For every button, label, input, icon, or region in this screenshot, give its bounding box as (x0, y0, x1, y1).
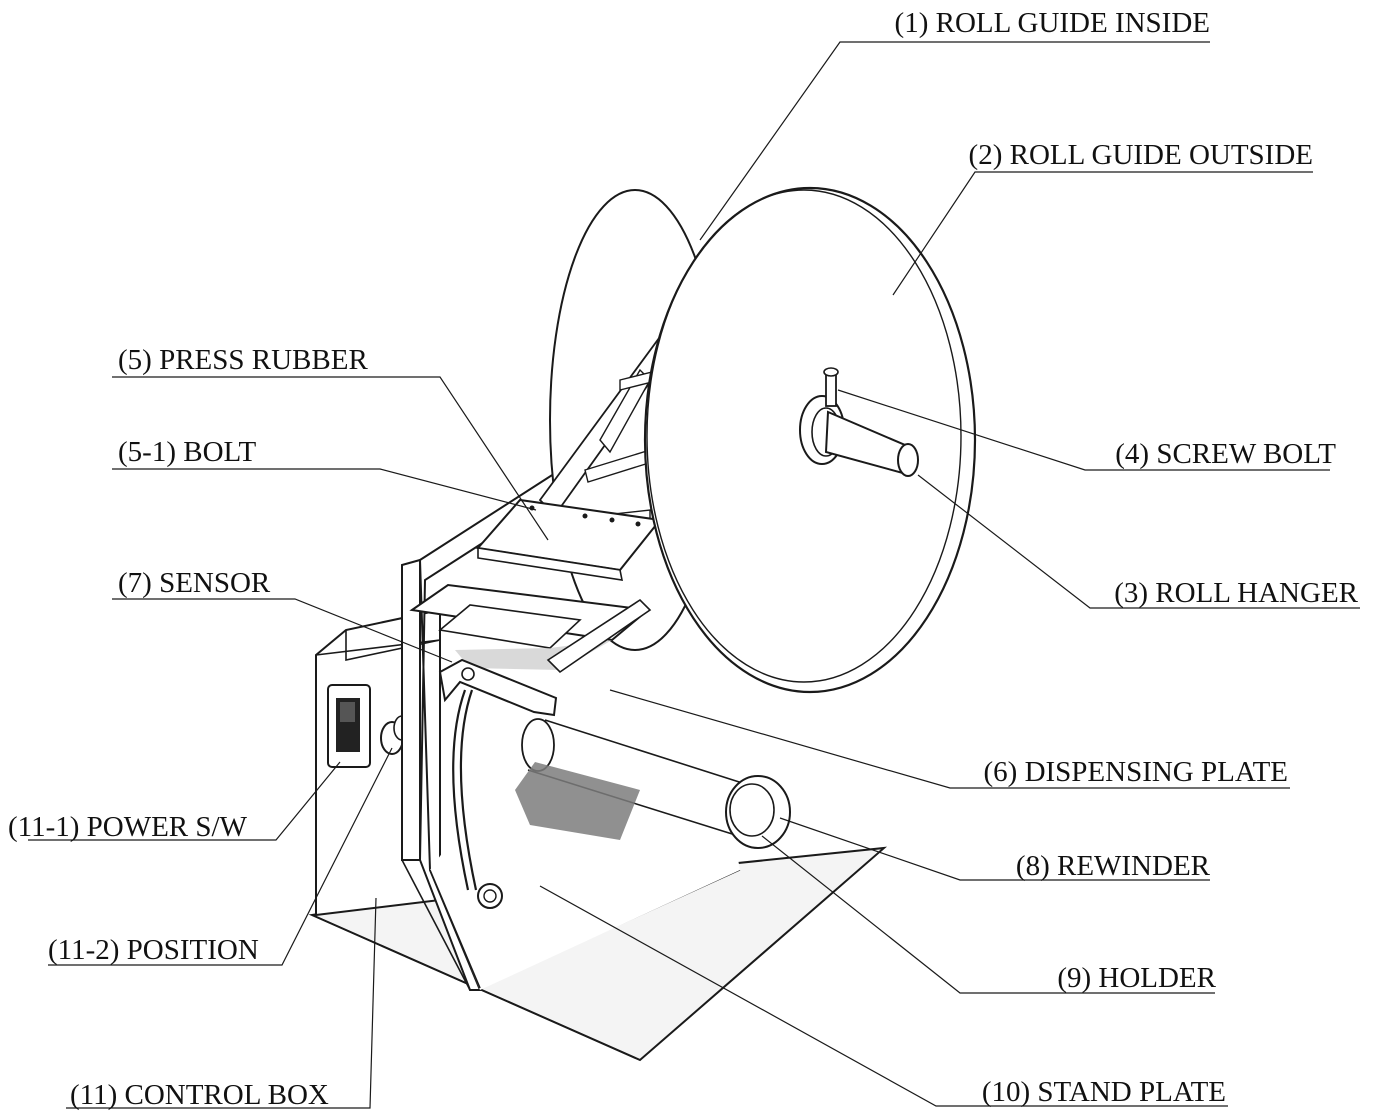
label-position: (11-2) POSITION (48, 934, 259, 966)
label-press-rubber: (5) PRESS RUBBER (118, 344, 368, 376)
power-switch (327, 684, 371, 768)
roll-hanger (824, 410, 919, 477)
label-screw-bolt: (4) SCREW BOLT (1115, 438, 1336, 470)
machine-illustration (308, 186, 977, 1062)
callout-labels: (1) ROLL GUIDE INSIDE (2) ROLL GUIDE OUT… (8, 7, 1359, 1111)
label-bolt: (5-1) BOLT (118, 436, 257, 468)
callout-leaders (28, 41, 1360, 1109)
label-roll-guide-inside: (1) ROLL GUIDE INSIDE (895, 7, 1210, 39)
label-roll-guide-outside: (2) ROLL GUIDE OUTSIDE (969, 139, 1313, 171)
label-sensor: (7) SENSOR (118, 567, 271, 599)
label-rewinder: (8) REWINDER (1016, 850, 1211, 882)
label-holder: (9) HOLDER (1057, 962, 1216, 994)
holder (725, 775, 791, 849)
dispensing-plate (409, 583, 652, 674)
label-dispensing-plate: (6) DISPENSING PLATE (984, 756, 1289, 788)
label-roll-hanger: (3) ROLL HANGER (1114, 577, 1358, 609)
label-control-box: (11) CONTROL BOX (70, 1079, 329, 1111)
label-stand-plate: (10) STAND PLATE (982, 1076, 1226, 1108)
sensor (438, 658, 558, 909)
label-power-switch: (11-1) POWER S/W (8, 811, 248, 843)
screw-bolt (823, 367, 839, 407)
rewinder (515, 718, 760, 840)
press-rubber (476, 498, 662, 581)
